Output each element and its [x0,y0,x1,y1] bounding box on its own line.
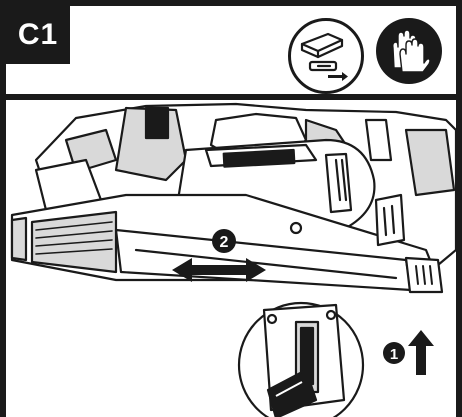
push-up-arrow [408,330,434,375]
svg-text:1: 1 [390,346,398,363]
step-header: C1 [0,0,462,100]
slide-direction-arrow [172,258,266,282]
step-label: C1 [6,6,70,64]
header-divider [0,94,462,100]
svg-text:2: 2 [220,234,229,251]
latch-detail-inset [237,301,365,417]
safety-gloves-icon [376,18,442,84]
tool-illustration: 2 1 [6,100,456,417]
callout-2: 2 [212,229,236,253]
remove-tray-icon [288,18,364,94]
callout-1: 1 [383,342,405,364]
